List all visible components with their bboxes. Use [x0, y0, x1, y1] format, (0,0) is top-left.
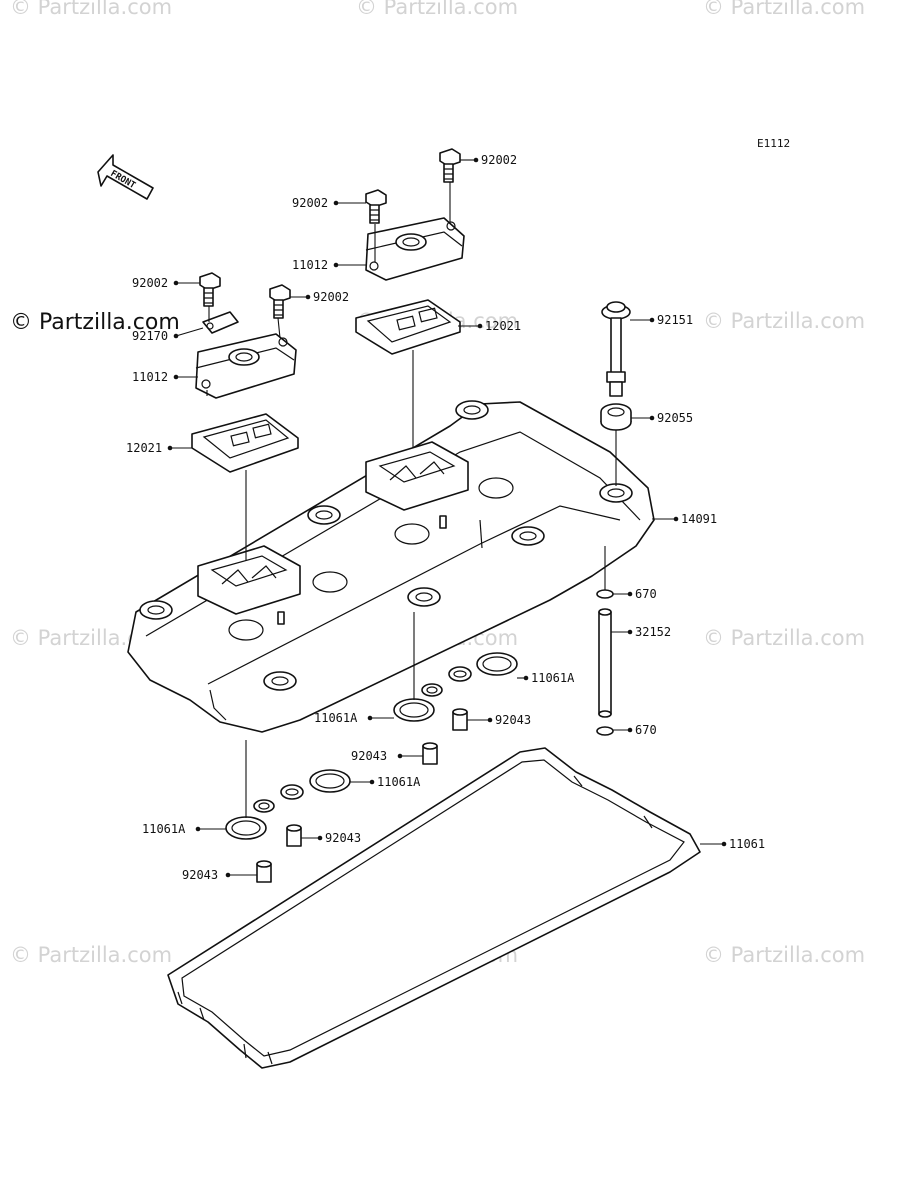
callout-32152: 32152: [635, 625, 671, 639]
head-cover-gasket-11061: [167, 747, 701, 1069]
callout-11061a: 11061A: [142, 822, 186, 836]
reed-gasket-left: [191, 413, 299, 473]
callout-11061a: 11061A: [531, 671, 575, 685]
dowel-pin-d: [256, 860, 272, 883]
callout-92055: 92055: [657, 411, 693, 425]
callout-11061: 11061: [729, 837, 765, 851]
bolt-92151: [601, 301, 631, 397]
callout-92151: 92151: [657, 313, 693, 327]
callout-670: 670: [635, 723, 657, 737]
plug-seal-left-a: [280, 769, 351, 800]
o-ring-670-upper: [596, 589, 614, 599]
bolt-left-b: [269, 284, 291, 319]
callout-92002: 92002: [481, 153, 517, 167]
callout-670: 670: [635, 587, 657, 601]
callout-92043: 92043: [495, 713, 531, 727]
grommet-92055: [600, 403, 632, 431]
watermark-3: © Partzilla.com: [703, 0, 865, 19]
callout-92170: 92170: [132, 329, 168, 343]
callout-12021: 12021: [485, 319, 521, 333]
callout-92002: 92002: [313, 290, 349, 304]
callout-labels: 92002 92002 11012 92002 92002 12021 9217…: [126, 153, 765, 882]
reed-gasket-upper: [355, 299, 461, 355]
bolt-upper-left: [365, 189, 387, 224]
leader-lines: [170, 159, 724, 876]
callout-92002: 92002: [292, 196, 328, 210]
breather-cover-upper: [365, 217, 465, 281]
dowel-pin-c: [286, 824, 302, 847]
bolt-left-a: [199, 272, 221, 307]
diagram-code: E1112: [757, 137, 790, 150]
callout-14091: 14091: [681, 512, 717, 526]
callout-92043: 92043: [325, 831, 361, 845]
callout-11061a: 11061A: [377, 775, 421, 789]
pipe-32152: [598, 608, 612, 718]
watermark-5: © Partzilla.com: [703, 309, 865, 333]
callout-92043: 92043: [182, 868, 218, 882]
breather-cover-left: [195, 333, 297, 399]
bolt-upper-right: [439, 148, 461, 183]
dowel-pin-b: [422, 742, 438, 765]
front-arrow-icon: FRONT: [97, 154, 154, 200]
watermark-1: © Partzilla.com: [10, 0, 172, 19]
o-ring-670-lower: [596, 726, 614, 736]
plug-seal-right-b: [393, 683, 443, 722]
head-cover-14091: [127, 400, 655, 733]
leader-dots: [167, 157, 727, 878]
dowel-pin-a: [452, 708, 468, 731]
watermark-2: © Partzilla.com: [356, 0, 518, 19]
plug-seal-left-b: [225, 799, 275, 840]
watermark-11: © Partzilla.com: [703, 943, 865, 967]
watermark-8: © Partzilla.com: [703, 626, 865, 650]
callout-11012: 11012: [132, 370, 168, 384]
callout-11012: 11012: [292, 258, 328, 272]
copyright-notice: © Partzilla.com: [10, 310, 180, 335]
watermark-9: © Partzilla.com: [10, 943, 172, 967]
plate-92170: [202, 311, 239, 334]
callout-92043: 92043: [351, 749, 387, 763]
callout-12021: 12021: [126, 441, 162, 455]
callout-11061a: 11061A: [314, 711, 358, 725]
callout-92002: 92002: [132, 276, 168, 290]
plug-seal-right-a: [448, 652, 518, 682]
